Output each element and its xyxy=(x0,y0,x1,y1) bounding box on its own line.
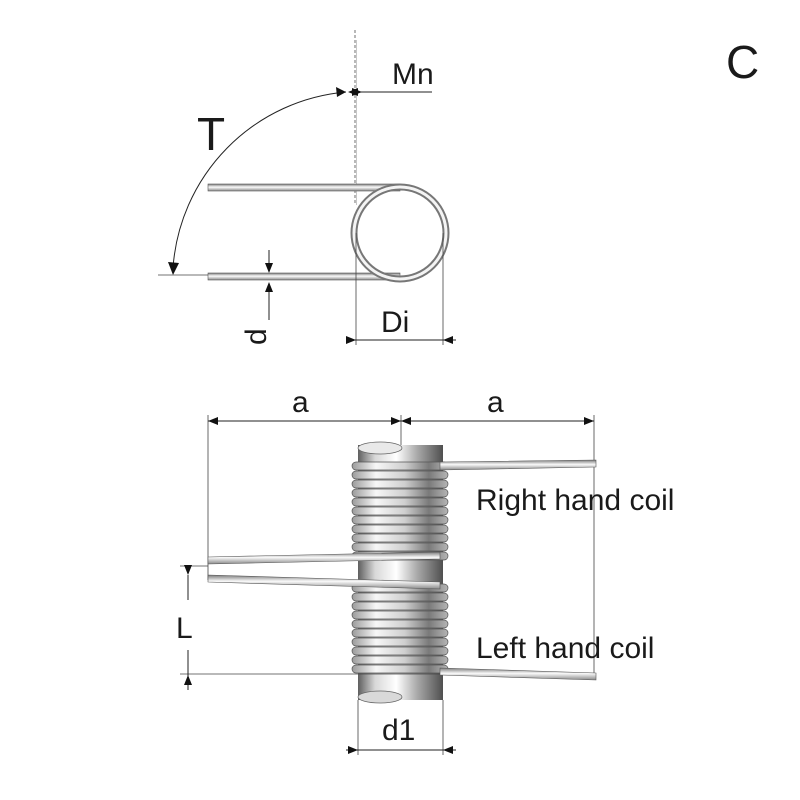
left-hand-coil-turn xyxy=(351,601,449,611)
mandrel-bottom-face xyxy=(357,690,403,704)
d-arrow-down-icon xyxy=(265,263,273,273)
a-arrow-2-icon xyxy=(391,417,401,425)
leg-top-lower xyxy=(207,272,401,281)
d-arrow-up-icon xyxy=(265,282,273,292)
angle-label: T xyxy=(197,108,225,160)
angle-arrow-bottom-icon xyxy=(168,262,179,275)
panel-letter: C xyxy=(726,36,759,88)
mn-label: Mn xyxy=(392,58,434,91)
leg-top-upper xyxy=(207,183,401,192)
right-hand-coil xyxy=(351,461,449,561)
left-hand-coil-turn xyxy=(351,628,449,638)
left-coil-lower-leg xyxy=(439,667,597,681)
right-hand-coil-turn xyxy=(351,506,449,516)
di-label: Di xyxy=(381,306,409,339)
left-hand-coil-turn xyxy=(351,646,449,656)
right-hand-coil-caption: Right hand coil xyxy=(476,484,674,517)
left-hand-coil-caption: Left hand coil xyxy=(476,632,654,665)
coil-ring-highlight xyxy=(352,185,448,281)
a-right-label: a xyxy=(487,386,504,419)
right-hand-coil-turn xyxy=(351,515,449,525)
right-hand-coil-turn xyxy=(351,533,449,543)
d1-arrow-left-icon xyxy=(348,746,358,754)
d1-arrow-right-icon xyxy=(443,746,453,754)
left-hand-coil-turn xyxy=(351,637,449,647)
angle-arrow-top-icon xyxy=(336,87,346,97)
di-arrow-right-icon xyxy=(443,336,453,344)
right-hand-coil-turn xyxy=(351,524,449,534)
left-hand-coil xyxy=(351,583,449,674)
left-hand-coil-turn xyxy=(351,664,449,674)
mandrel-top-face xyxy=(357,441,403,455)
left-hand-coil-turn xyxy=(351,592,449,602)
a-arrow-1-icon xyxy=(208,417,218,425)
side-view: a a Right hand coil Left hand coil L d1 xyxy=(176,386,674,755)
a-left-label: a xyxy=(292,386,309,419)
angle-arc xyxy=(172,91,347,269)
right-hand-coil-turn xyxy=(351,461,449,471)
right-hand-coil-turn xyxy=(351,479,449,489)
left-coil-upper-leg xyxy=(207,574,441,590)
right-hand-coil-turn xyxy=(351,488,449,498)
right-coil-upper-leg xyxy=(439,459,597,471)
l-arrow-top-icon xyxy=(184,565,192,575)
d-label: d xyxy=(240,328,273,345)
l-label: L xyxy=(176,612,193,645)
d1-label: d1 xyxy=(382,714,415,747)
right-hand-coil-turn xyxy=(351,497,449,507)
a-arrow-3-icon xyxy=(401,417,411,425)
right-hand-coil-turn xyxy=(351,542,449,552)
l-arrow-bottom-icon xyxy=(184,675,192,685)
a-arrow-4-icon xyxy=(584,417,594,425)
right-hand-coil-turn xyxy=(351,470,449,480)
right-coil-lower-leg xyxy=(207,551,441,565)
left-hand-coil-turn xyxy=(351,619,449,629)
mn-arrow-right-icon xyxy=(352,88,362,96)
left-hand-coil-turn xyxy=(351,655,449,665)
left-hand-coil-turn xyxy=(351,610,449,620)
top-view: Mn T d Di xyxy=(158,30,456,345)
di-arrow-left-icon xyxy=(346,336,356,344)
